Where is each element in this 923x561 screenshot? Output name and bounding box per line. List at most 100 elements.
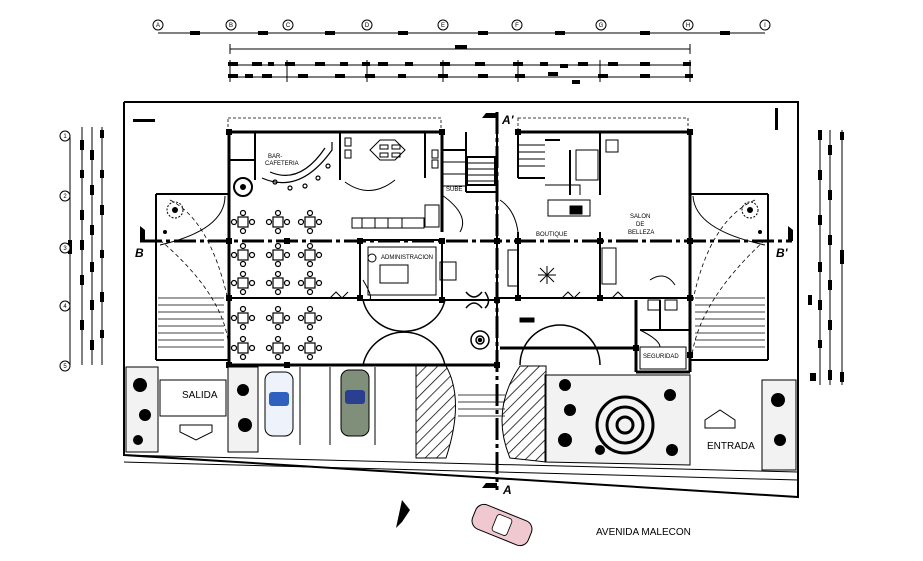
cafe-chair xyxy=(306,288,314,296)
cafe-chair xyxy=(315,279,323,287)
parking-area xyxy=(159,367,376,445)
grid-col-I: I xyxy=(764,23,766,29)
row-bubbles-left xyxy=(59,130,71,372)
row-grid-axis-right xyxy=(819,130,843,385)
restroom-fixtures xyxy=(344,137,439,191)
cafe-chair xyxy=(248,344,256,352)
label-sube: SUBE xyxy=(446,187,462,193)
cafe-table xyxy=(272,342,284,354)
cafe-chair xyxy=(230,251,238,259)
street-car xyxy=(471,503,533,547)
cafe-chair xyxy=(315,344,323,352)
ramp-steps xyxy=(458,394,505,417)
cafe-chair xyxy=(239,335,247,343)
cafe-table xyxy=(304,342,316,354)
dimension-ticks-top xyxy=(190,31,730,84)
parked-car-green xyxy=(340,369,370,437)
cafe-chair xyxy=(274,260,282,268)
cafe-chair xyxy=(230,314,238,322)
label-belleza: BELLEZA xyxy=(628,230,654,236)
cafe-chair xyxy=(274,335,282,343)
grid-row-3: 3 xyxy=(63,246,67,252)
label-salida: SALIDA xyxy=(182,390,218,401)
column-bubbles xyxy=(152,19,771,31)
label-entrada: ENTRADA xyxy=(707,441,755,452)
cafe-table xyxy=(272,249,284,261)
grid-col-H: H xyxy=(686,23,690,29)
cafe-chair xyxy=(239,270,247,278)
column-grid-axis xyxy=(158,32,765,78)
round-stair-bar xyxy=(233,177,253,197)
entrance-doors xyxy=(329,291,625,323)
grid-row-2: 2 xyxy=(63,194,67,200)
cafe-chair xyxy=(265,251,273,259)
admin-office xyxy=(362,246,457,301)
cafe-chair xyxy=(274,288,282,296)
cafe-chair xyxy=(239,305,247,313)
cafe-chair xyxy=(265,344,273,352)
kitchen-counter xyxy=(351,204,440,229)
cafe-chair xyxy=(297,279,305,287)
label-street: AVENIDA MALECON xyxy=(596,527,691,538)
access-labels: SALIDA ENTRADA AVENIDA MALECON xyxy=(182,390,755,538)
cafe-table xyxy=(237,277,249,289)
cafe-chair xyxy=(306,209,314,217)
left-wing-stairs xyxy=(158,297,224,348)
boutique-display xyxy=(507,199,617,287)
right-wing xyxy=(690,193,769,361)
cafe-chair xyxy=(297,218,305,226)
grid-col-D: D xyxy=(365,23,370,29)
cafe-chair xyxy=(239,242,247,250)
grid-col-G: G xyxy=(599,23,604,29)
cafe-chair xyxy=(306,335,314,343)
cafe-chair xyxy=(248,218,256,226)
semicircle-planter-right xyxy=(519,324,601,366)
cafe-chair xyxy=(274,323,282,331)
lobby-fountain xyxy=(465,291,490,350)
grid-col-A: A xyxy=(156,23,160,29)
column-bubble-labels: A B C D E F G H I xyxy=(156,23,766,29)
label-salon: SALON xyxy=(630,214,650,220)
label-boutique: BOUTIQUE xyxy=(536,232,567,238)
grid-col-F: F xyxy=(515,23,519,29)
wing-planters xyxy=(163,201,762,234)
parked-car-white xyxy=(264,371,294,437)
salon-fixtures xyxy=(545,139,678,311)
cafe-chair xyxy=(283,279,291,287)
cafe-chair xyxy=(265,314,273,322)
label-seguridad: SEGURIDAD xyxy=(643,354,679,360)
cafe-chair xyxy=(274,305,282,313)
cafe-chair xyxy=(239,209,247,217)
cafe-chair xyxy=(274,209,282,217)
cafe-chair xyxy=(297,344,305,352)
cafe-chair xyxy=(306,305,314,313)
grid-col-C: C xyxy=(286,23,291,29)
cafe-chair xyxy=(248,251,256,259)
grid-row-4: 4 xyxy=(63,304,67,310)
entrance-arrow-icon xyxy=(704,409,736,429)
cafe-table xyxy=(304,249,316,261)
cafe-table xyxy=(304,277,316,289)
label-cafeteria: CAFETERIA xyxy=(265,161,299,167)
cafe-chair xyxy=(274,242,282,250)
roundabout xyxy=(595,395,655,455)
cafe-chair xyxy=(239,353,247,361)
cafe-chair xyxy=(265,218,273,226)
section-line-b xyxy=(140,226,793,243)
cafe-chair xyxy=(306,260,314,268)
cafe-chair xyxy=(274,227,282,235)
cafe-table xyxy=(237,216,249,228)
security-booth xyxy=(639,329,687,370)
cafe-chair xyxy=(230,218,238,226)
cafe-chair xyxy=(239,227,247,235)
cafe-chair xyxy=(315,251,323,259)
site-boundary xyxy=(123,101,799,499)
section-labels: A' A B B' xyxy=(135,113,789,497)
grid-col-B: B xyxy=(229,23,233,29)
hatched-ramps xyxy=(415,365,547,463)
room-labels: BAR- CAFETERIA SUBE ADMINISTRACION BOUTI… xyxy=(265,154,679,360)
label-bar: BAR- xyxy=(268,154,282,160)
cafe-table xyxy=(272,216,284,228)
